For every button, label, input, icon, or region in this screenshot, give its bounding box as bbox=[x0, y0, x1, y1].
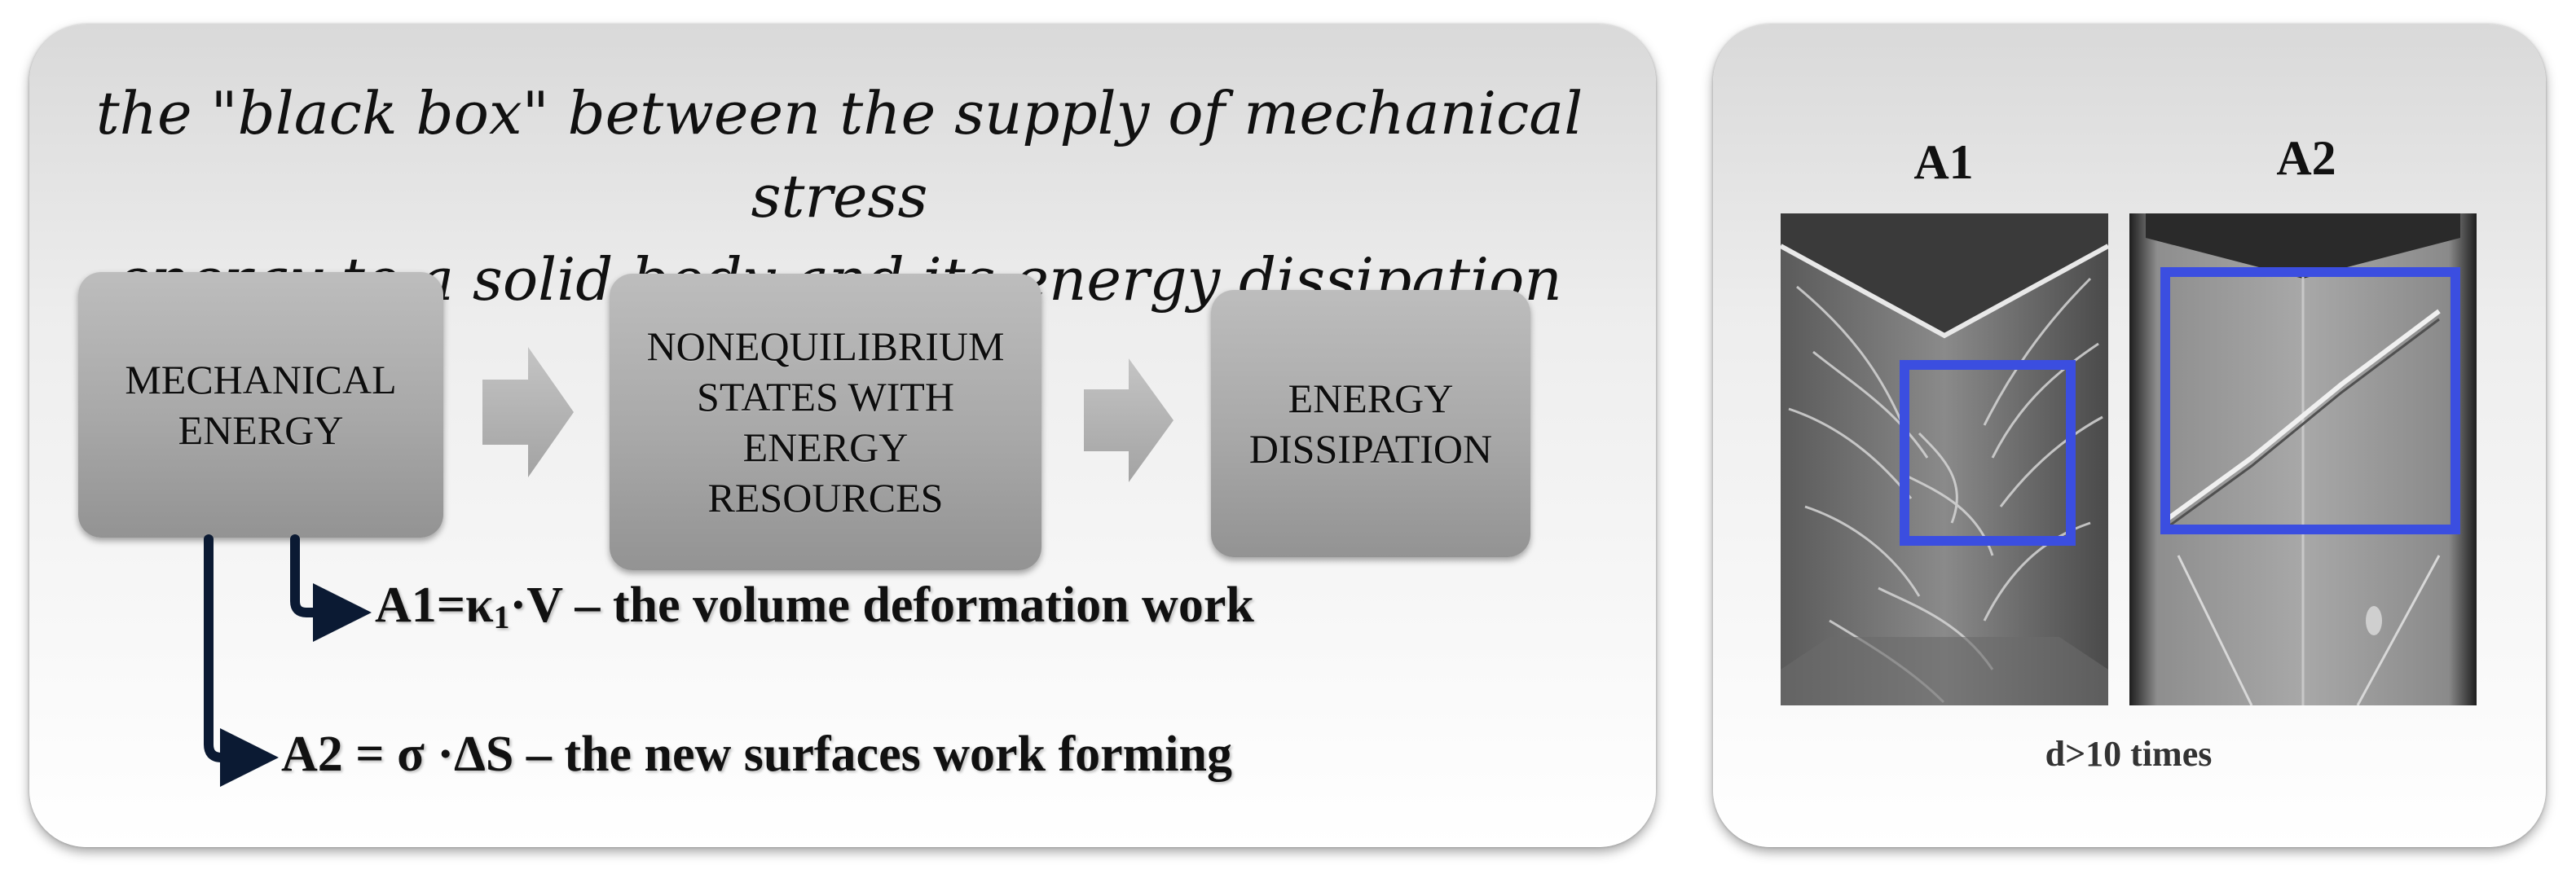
nonequilibrium-line-1: NONEQUILIBRIUM bbox=[646, 323, 1005, 369]
nonequilibrium-line-4: RESOURCES bbox=[707, 475, 944, 520]
formula-a1-rhs: ·V – the volume deformation work bbox=[509, 578, 1254, 633]
headline-line-1: the "black box" between the supply of me… bbox=[95, 79, 1583, 231]
dissipation-line-2: DISSIPATION bbox=[1248, 426, 1493, 472]
formula-a2: A2 = σ ·ΔS – the new surfaces work formi… bbox=[281, 727, 1233, 782]
mechanical-energy-line-1: MECHANICAL bbox=[125, 357, 397, 402]
formula-a1-lhs: A1=κ bbox=[375, 578, 494, 633]
mechanical-energy-box: MECHANICAL ENERGY bbox=[78, 272, 443, 538]
nonequilibrium-line-2: STATES WITH bbox=[697, 374, 954, 419]
magnification-caption: d>10 times bbox=[2045, 734, 2213, 774]
micrograph-label-a1: A1 bbox=[1913, 135, 1974, 189]
micrograph-label-a2: A2 bbox=[2276, 131, 2336, 185]
nonequilibrium-states-box: NONEQUILIBRIUM STATES WITH ENERGY RESOUR… bbox=[610, 274, 1041, 570]
micrograph-a2 bbox=[2129, 213, 2477, 705]
formula-a1-subscript: 1 bbox=[493, 599, 510, 635]
dissipation-line-1: ENERGY bbox=[1288, 376, 1454, 421]
mechanical-energy-line-2: ENERGY bbox=[178, 407, 344, 453]
energy-dissipation-box: ENERGY DISSIPATION bbox=[1211, 290, 1530, 557]
micrograph-a1 bbox=[1781, 213, 2108, 705]
flow-arrow-2 bbox=[1084, 358, 1174, 482]
flow-arrow-1 bbox=[482, 347, 574, 477]
formula-a1: A1=κ1·V – the volume deformation work bbox=[375, 577, 1254, 636]
nonequilibrium-line-3: ENERGY bbox=[742, 424, 909, 470]
